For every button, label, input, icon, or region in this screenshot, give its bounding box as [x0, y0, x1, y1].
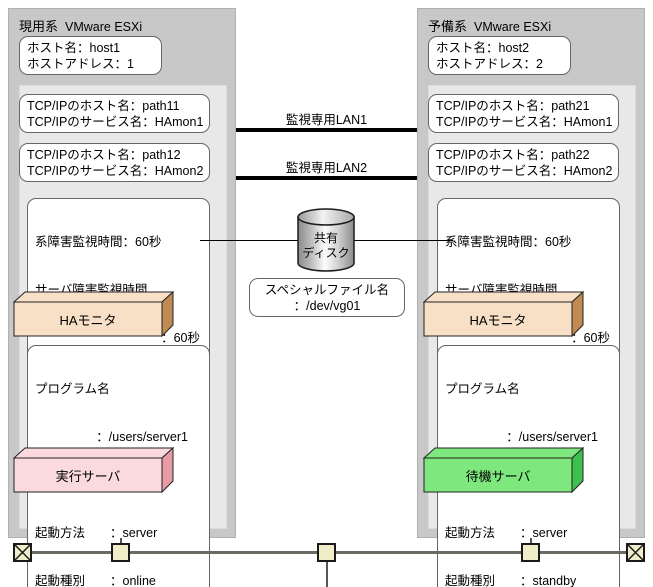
network-node-active: [111, 543, 130, 562]
program-line-1-standby: プログラム名: [445, 382, 520, 396]
active-server-box: 実行サーバ: [12, 446, 175, 494]
host-info-box-active: ホスト名：host1 ホストアドレス：1: [19, 36, 162, 75]
tcp-path-box-2-standby: TCP/IPのホスト名：path22 TCP/IPのサービス名：HAmon2: [428, 143, 619, 182]
monitor-line-3-active: ：60秒: [161, 331, 200, 345]
monitor-line-3-standby: ：60秒: [571, 331, 610, 345]
shared-disk-link-right: [353, 240, 453, 241]
platform-label-active: VMware ESXi: [65, 20, 143, 34]
lan2-line: [236, 176, 417, 180]
system-label-standby: 予備系: [428, 19, 468, 34]
ha-monitor-3d-shape-active: [12, 290, 175, 338]
ha-monitor-box-standby: HAモニタ: [422, 290, 585, 338]
ha-monitor-label-standby: HAモニタ: [469, 312, 527, 328]
standby-server-label: 待機サーバ: [465, 468, 531, 484]
ha-monitor-3d-shape-standby: [422, 290, 585, 338]
panel-title-active: 現用系 VMware ESXi: [19, 16, 142, 35]
active-server-3d-shape: [12, 446, 175, 494]
shared-disk-icon: [297, 208, 355, 272]
system-label-active: 現用系: [19, 19, 59, 34]
lan1-label: 監視専用LAN1: [285, 113, 368, 127]
network-node-standby: [521, 543, 540, 562]
program-line-4-active: 起動方法 ：server: [35, 526, 158, 540]
network-drop-line-center: [326, 553, 328, 587]
tcp-path-box-1-standby: TCP/IPのホスト名：path21 TCP/IPのサービス名：HAmon1: [428, 94, 619, 133]
ha-monitor-label-active: HAモニタ: [59, 312, 117, 328]
program-line-2-active: ：/users/server1: [96, 430, 188, 444]
program-line-5-standby: 起動種別 ：standby: [445, 574, 577, 587]
tcp-path-box-2-active: TCP/IPのホスト名：path12 TCP/IPのサービス名：HAmon2: [19, 143, 210, 182]
program-line-2-standby: ：/users/server1: [506, 430, 598, 444]
network-terminator-right-icon: [626, 543, 645, 562]
network-node-center: [317, 543, 336, 562]
program-line-4-standby: 起動方法 ：server: [445, 526, 568, 540]
platform-label-standby: VMware ESXi: [474, 20, 552, 34]
monitor-line-1-active: 系障害監視時間：60秒: [35, 235, 162, 249]
ha-monitor-box-active: HAモニタ: [12, 290, 175, 338]
active-server-label: 実行サーバ: [55, 468, 121, 484]
panel-title-standby: 予備系 VMware ESXi: [428, 16, 551, 35]
special-file-box: スペシャルファイル名 ：/dev/vg01: [249, 278, 405, 317]
lan2-label: 監視専用LAN2: [285, 161, 368, 175]
shared-disk-link-left: [200, 240, 300, 241]
standby-server-3d-shape: [422, 446, 585, 494]
program-line-1-active: プログラム名: [35, 382, 110, 396]
lan1-line: [236, 128, 417, 132]
program-line-5-active: 起動種別 ：online: [35, 574, 156, 587]
network-terminator-left-icon: [13, 543, 32, 562]
monitor-line-1-standby: 系障害監視時間：60秒: [445, 235, 572, 249]
standby-server-box: 待機サーバ: [422, 446, 585, 494]
tcp-path-box-1-active: TCP/IPのホスト名：path11 TCP/IPのサービス名：HAmon1: [19, 94, 210, 133]
host-info-box-standby: ホスト名：host2 ホストアドレス：2: [428, 36, 571, 75]
